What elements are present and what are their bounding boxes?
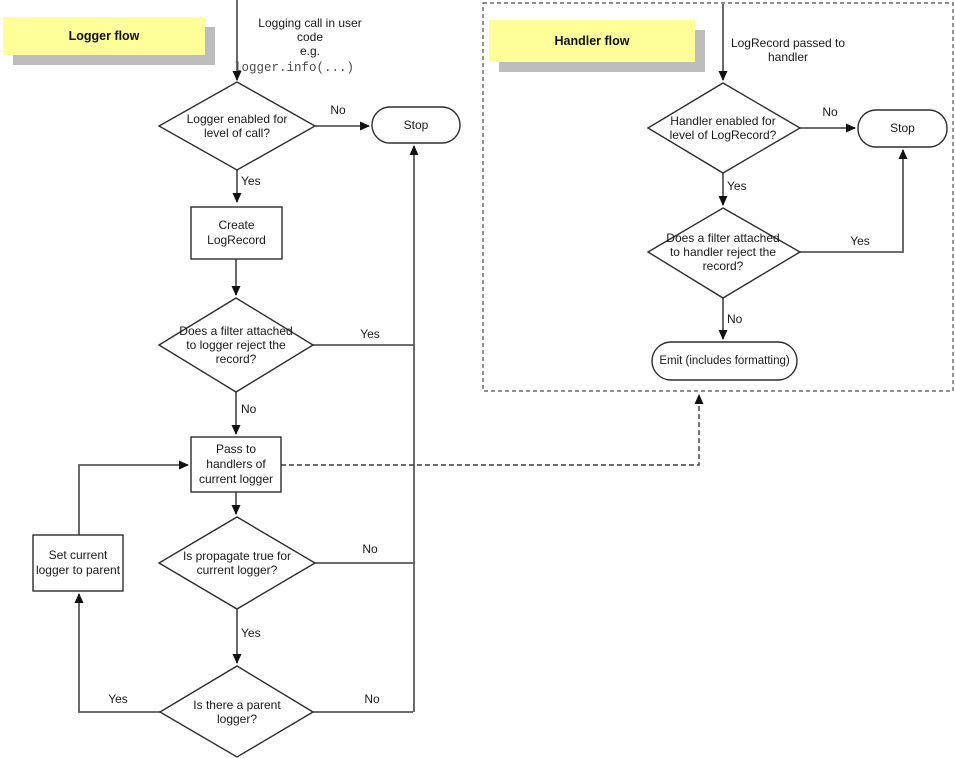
logger-entry-caption: Logging call in user code e.g. <box>258 16 362 58</box>
node-logger-stop <box>371 106 461 144</box>
edge-handler-filter-yes-to-stop <box>800 149 908 253</box>
edge-pass-to-handler-flow-dashed <box>281 394 704 466</box>
edge-label-no: No <box>362 542 378 556</box>
logger-flow-title: Logger flow <box>3 17 205 55</box>
emit-label: Emit (includes formatting) <box>659 354 790 367</box>
node-handler-filter-diamond <box>646 207 802 299</box>
handler-filter-label: Does a filter attached to handler reject… <box>666 231 780 273</box>
edge-label-no: No <box>330 103 346 117</box>
propagate-label: Is propagate true for current logger? <box>182 549 292 577</box>
handler-flow-title: Handler flow <box>489 20 695 62</box>
edge-label-yes: Yes <box>727 179 747 193</box>
edge-label-yes: Yes <box>850 234 870 248</box>
node-logger-enabled-diamond <box>157 81 317 171</box>
edge-set-to-pass <box>78 460 189 535</box>
edge-label-yes: Yes <box>241 174 261 188</box>
create-logrecord-label: Create LogRecord <box>207 218 266 247</box>
node-set-current-logger <box>32 534 124 592</box>
node-create-logrecord <box>190 206 283 260</box>
pass-to-handlers-label: Pass to handlers of current logger <box>198 442 274 486</box>
edge-label-no: No <box>364 692 380 706</box>
parent-logger-label: Is there a parent logger? <box>193 698 281 726</box>
handler-enabled-label: Handler enabled for level of LogRecord? <box>669 114 777 142</box>
node-emit <box>651 341 798 381</box>
node-logger-filter-diamond <box>157 297 315 393</box>
edge-label-no: No <box>241 402 257 416</box>
logger-filter-label: Does a filter attached to logger reject … <box>179 324 293 366</box>
logger-entry-code: logger.info(...) <box>233 61 355 75</box>
handler-entry-caption: LogRecord passed to handler <box>730 36 846 64</box>
edge-label-no: No <box>822 105 838 119</box>
node-propagate-diamond <box>157 516 317 610</box>
logger-stop-label: Stop <box>403 117 429 132</box>
edge-label-no: No <box>727 312 743 326</box>
node-parent-diamond <box>158 665 315 758</box>
edge-label-yes: Yes <box>241 626 261 640</box>
edge-label-yes: Yes <box>360 327 380 341</box>
set-current-logger-label: Set current logger to parent <box>35 548 121 577</box>
handler-stop-label: Stop <box>890 121 915 135</box>
node-handler-enabled-diamond <box>646 82 802 174</box>
node-handler-stop <box>857 109 948 148</box>
handler-flow-frame <box>482 2 954 392</box>
edge-parent-yes-to-set <box>74 593 160 713</box>
node-pass-to-handlers <box>190 436 282 493</box>
logger-enabled-label: Logger enabled for level of call? <box>186 112 288 140</box>
edge-label-yes: Yes <box>108 692 128 706</box>
